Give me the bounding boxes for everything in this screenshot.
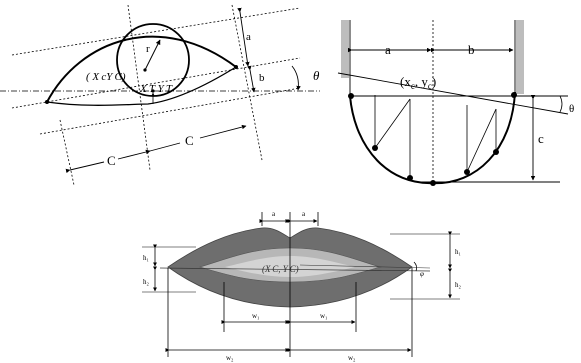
label-lip-w2-left: w₂	[226, 354, 234, 362]
label-lip-w1-left: w₁	[252, 312, 260, 320]
label-lip-center: (X C, Y C)	[262, 264, 299, 274]
label-lip-h1-left: h₁	[143, 254, 149, 262]
label-a-right: a	[385, 42, 391, 57]
label-theta-left: θ	[313, 68, 320, 83]
label-b-left: b	[259, 72, 265, 84]
top-point	[151, 89, 155, 93]
point-3	[407, 175, 413, 181]
wall-right	[516, 20, 524, 94]
label-c-right: C	[185, 133, 194, 148]
point-5	[464, 169, 470, 175]
point-6	[493, 149, 499, 155]
guide-line-top	[11, 7, 301, 56]
label-lip-a-left: a	[272, 210, 276, 218]
label-lip-w2-right: w₂	[348, 354, 356, 362]
guide-line-mid	[11, 57, 301, 109]
label-c-left: C	[107, 153, 116, 168]
lip-phi-arc	[413, 261, 418, 272]
label-theta-right: θ	[569, 103, 574, 115]
dim-a-line	[237, 7, 250, 67]
right-parabola-diagram: a b (xc, yc) θ c	[337, 20, 574, 186]
label-center-left: ( X cY C)	[86, 71, 126, 83]
tilted-line	[337, 72, 569, 115]
point-2	[372, 145, 378, 151]
corner-point-left	[45, 100, 49, 104]
label-a-left: a	[246, 31, 251, 43]
label-c-right-panel: c	[538, 131, 544, 146]
label-b-right: b	[468, 42, 475, 57]
diag-1	[374, 98, 411, 149]
dim-b-line	[247, 65, 256, 93]
lip-tilt	[299, 264, 431, 269]
dim-c-left-a	[65, 161, 105, 174]
bottom-lip-diagram: a a h₁ h₂ h₁ h₂ (X C, Y C) φ w₁ w₁ w₂ w₂	[142, 210, 462, 362]
dim-c-left-b	[117, 149, 151, 160]
label-lip-phi: φ	[420, 270, 424, 278]
vertical-guide-bottom	[59, 119, 75, 186]
label-lip-h2-left: h₂	[143, 278, 150, 286]
eye-upper-curve	[46, 35, 237, 103]
radius-arrow	[144, 39, 161, 71]
label-top-point: X T Y T	[139, 83, 173, 95]
dim-c-right-a	[145, 142, 181, 155]
point-4	[430, 180, 436, 186]
eye-lower-curve	[46, 66, 237, 106]
diag-2	[466, 108, 497, 173]
point-7	[511, 92, 517, 98]
wall-left	[341, 20, 349, 78]
label-center-right: (xc, yc)	[400, 74, 436, 91]
corner-point-right	[234, 65, 238, 69]
label-lip-h1-right: h₁	[455, 248, 461, 256]
vertical-guide-right	[231, 4, 263, 161]
guide-line-low	[39, 87, 301, 135]
theta-arc-right	[559, 95, 563, 113]
label-lip-a-right: a	[302, 210, 306, 218]
label-lip-w1-right: w₁	[320, 312, 328, 320]
theta-arc	[291, 65, 301, 91]
left-eye-diagram: a b r θ ( X cY C) X T Y T C C	[0, 4, 320, 186]
lip-axis	[159, 267, 431, 272]
point-1	[348, 93, 354, 99]
label-r: r	[146, 43, 150, 55]
label-lip-h2-right: h₂	[455, 281, 462, 289]
dim-c-right-b	[199, 124, 247, 139]
